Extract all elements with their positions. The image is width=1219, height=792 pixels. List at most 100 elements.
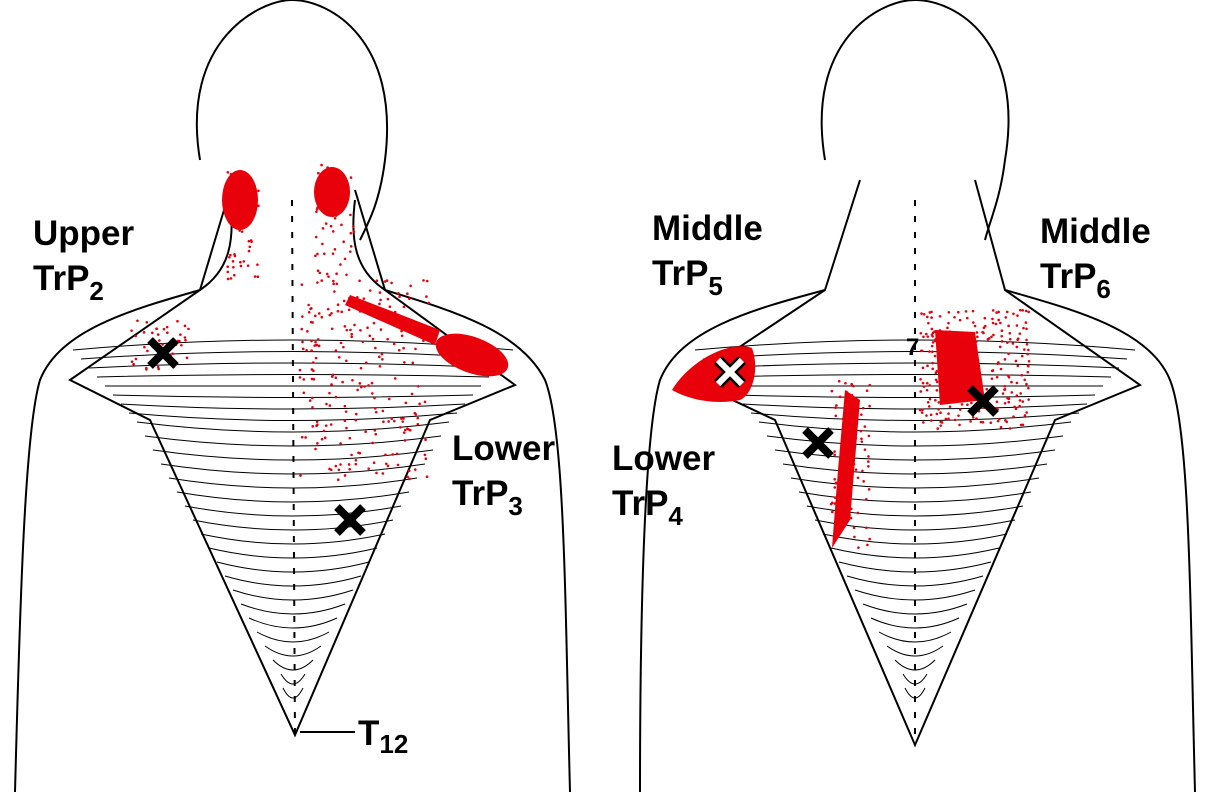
pain-dot: [975, 331, 979, 334]
pain-dot: [341, 380, 344, 384]
pain-dot: [959, 392, 963, 395]
pain-dot: [867, 434, 871, 438]
pain-dot: [380, 307, 384, 311]
pain-dot: [166, 331, 169, 335]
pain-dot: [939, 424, 943, 427]
pain-dot: [1005, 310, 1009, 314]
pain-dot: [416, 384, 420, 388]
pain-dot: [334, 464, 338, 468]
pain-dot: [300, 435, 304, 439]
pain-dot: [228, 255, 231, 259]
pain-dot: [362, 297, 366, 300]
pain-dot: [378, 364, 382, 368]
pain-dot: [1007, 352, 1010, 356]
pain-dot: [333, 193, 336, 197]
pain-zone-scapular-border: [832, 390, 860, 548]
muscle-fiber: [184, 505, 402, 517]
pain-dot: [256, 263, 259, 266]
pain-dot: [848, 403, 851, 406]
pain-dot: [257, 204, 260, 208]
pain-dot: [336, 309, 340, 313]
pain-dot: [958, 408, 962, 411]
lower-trp4-label: TrP4: [612, 484, 683, 531]
muscle-fiber: [702, 351, 1128, 360]
pain-dot: [161, 343, 164, 346]
pain-dot: [860, 413, 863, 416]
pain-dot: [350, 335, 353, 339]
pain-dot: [958, 423, 961, 427]
pain-dot: [348, 250, 352, 253]
pain-dot: [310, 368, 314, 371]
pain-dot: [306, 330, 309, 333]
pain-dot: [995, 375, 999, 379]
pain-dot: [419, 324, 423, 328]
pain-dot: [353, 323, 356, 327]
right-body-outline: [639, 289, 1196, 792]
pain-dot: [176, 319, 179, 323]
pain-dot: [1023, 414, 1027, 417]
pain-dot: [1007, 324, 1010, 328]
pain-dot: [1023, 378, 1027, 382]
pain-dot: [397, 320, 401, 324]
pain-dot: [956, 344, 960, 348]
pain-dot: [831, 510, 834, 514]
pain-dot: [408, 297, 411, 301]
pain-dot: [383, 280, 387, 283]
pain-dot: [865, 526, 868, 530]
pain-dot: [835, 404, 838, 407]
pain-dot: [922, 385, 926, 388]
pain-dot: [226, 265, 230, 268]
pain-dot: [931, 361, 934, 365]
pain-dot: [239, 260, 242, 264]
pain-dot: [343, 257, 347, 261]
pain-dot: [315, 420, 319, 424]
pain-dot: [246, 264, 250, 267]
pain-dot: [401, 420, 405, 423]
pain-dot: [931, 335, 934, 338]
pain-dot: [955, 331, 958, 335]
pain-dot: [330, 383, 333, 386]
pain-dot: [1010, 380, 1013, 384]
pain-dot: [1011, 342, 1015, 345]
pain-dot: [243, 171, 246, 174]
pain-dot: [324, 222, 328, 225]
pain-dot: [381, 472, 385, 475]
pain-dot: [833, 450, 836, 453]
pain-dot: [157, 367, 160, 371]
pain-dot: [407, 428, 410, 431]
pain-dot: [325, 272, 329, 276]
pain-dot: [933, 354, 937, 358]
pain-dot: [346, 185, 350, 188]
pain-dot: [322, 429, 326, 433]
pain-dot: [339, 210, 343, 214]
pain-dot: [146, 349, 149, 353]
pain-dot: [246, 177, 250, 180]
pain-dot: [972, 355, 976, 358]
pain-dot: [398, 295, 401, 299]
pain-dot: [975, 417, 978, 420]
pain-dot: [922, 312, 926, 316]
pain-dot: [1014, 359, 1018, 363]
pain-dot: [843, 468, 847, 472]
pain-dot: [325, 402, 328, 406]
pain-zone-shoulder-band: [345, 295, 440, 345]
pain-dot: [1004, 419, 1007, 422]
pain-dot: [257, 189, 260, 193]
pain-dot: [1027, 364, 1030, 368]
pain-dot: [1020, 373, 1024, 377]
pain-dot: [1001, 392, 1005, 395]
pain-dot: [411, 361, 415, 365]
pain-dot: [321, 227, 325, 230]
pain-dot: [964, 395, 968, 399]
pain-dot: [354, 462, 358, 466]
pain-dot: [379, 298, 382, 302]
pain-dot: [376, 307, 379, 310]
pain-dot: [418, 402, 421, 406]
pain-dot: [929, 413, 933, 417]
pain-dot: [937, 401, 941, 404]
pain-dot: [947, 417, 950, 421]
pain-dot: [1024, 309, 1028, 313]
pain-dot: [845, 390, 848, 394]
pain-dot: [1000, 334, 1004, 338]
